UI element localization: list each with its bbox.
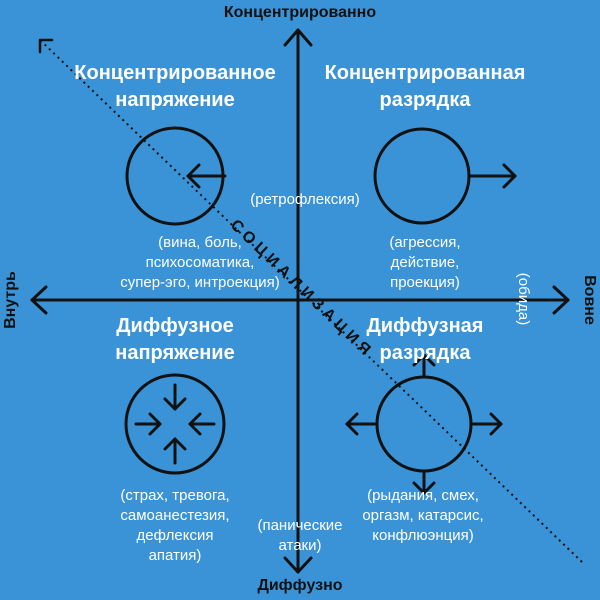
diffuse-tension-icon — [124, 373, 226, 475]
socialization-line — [38, 38, 583, 563]
axis-label-right: Вовне — [581, 275, 598, 325]
note-line: (страх, тревога, — [120, 487, 230, 504]
note-line: действие, — [390, 254, 460, 271]
quadrant-title-line: напряжение — [115, 89, 235, 111]
note-line: проекция) — [390, 274, 460, 291]
quadrant-notes-top-right: (агрессия, действие, проекция) — [345, 233, 505, 293]
note-line: (панические — [257, 517, 343, 534]
retroflection-label: (ретрофлексия) — [250, 191, 360, 208]
quadrant-title-top-left: Концентрированное напряжение — [45, 60, 305, 114]
quadrant-title-line: Диффузное — [116, 315, 234, 337]
axis-label-top: Концентрированно — [223, 4, 377, 21]
note-line: (рыдания, смех, — [367, 487, 479, 504]
axis-label-bottom: Диффузно — [257, 577, 343, 594]
quadrant-title-line: разрядка — [379, 89, 471, 111]
panic-attacks-label: (панические атаки) — [240, 516, 360, 556]
note-line: (агрессия, — [389, 234, 461, 251]
quadrant-title-bottom-left: Диффузное напряжение — [45, 313, 305, 367]
quadrant-title-line: Концентрированная — [324, 62, 526, 84]
quadrant-title-line: разрядка — [379, 342, 471, 364]
quadrant-notes-top-left: (вина, боль, психосоматика, супер-эго, и… — [70, 233, 330, 293]
note-line: супер-эго, интроекция) — [120, 274, 280, 291]
quadrant-title-bottom-right: Диффузная разрядка — [295, 313, 555, 367]
quadrant-title-line: напряжение — [115, 342, 235, 364]
concentrated-discharge-icon — [373, 127, 517, 225]
quadrant-title-line: Диффузная — [366, 315, 484, 337]
note-line: конфлюэнция) — [372, 527, 474, 544]
diffuse-discharge-icon — [345, 353, 503, 495]
note-line: самоанестезия, — [120, 507, 230, 524]
quadrant-notes-bottom-right: (рыдания, смех, оргазм, катарсис, конфлю… — [338, 486, 508, 546]
quadrant-notes-bottom-left: (страх, тревога, самоанестезия, дефлекси… — [95, 486, 255, 566]
note-line: психосоматика, — [145, 254, 255, 271]
quadrant-title-line: Концентрированное — [74, 62, 276, 84]
note-line: апатия) — [148, 547, 202, 564]
horizontal-axis — [30, 285, 570, 315]
axis-label-left: Внутрь — [2, 271, 19, 329]
quadrant-title-top-right: Концентрированная разрядка — [295, 60, 555, 114]
note-line: оргазм, катарсис, — [362, 507, 484, 524]
resentment-label: (обида) — [515, 272, 532, 326]
note-line: атаки) — [278, 537, 322, 554]
concentrated-tension-icon — [125, 126, 227, 226]
note-line: дефлексия — [136, 527, 214, 544]
note-line: (вина, боль, — [158, 234, 242, 251]
